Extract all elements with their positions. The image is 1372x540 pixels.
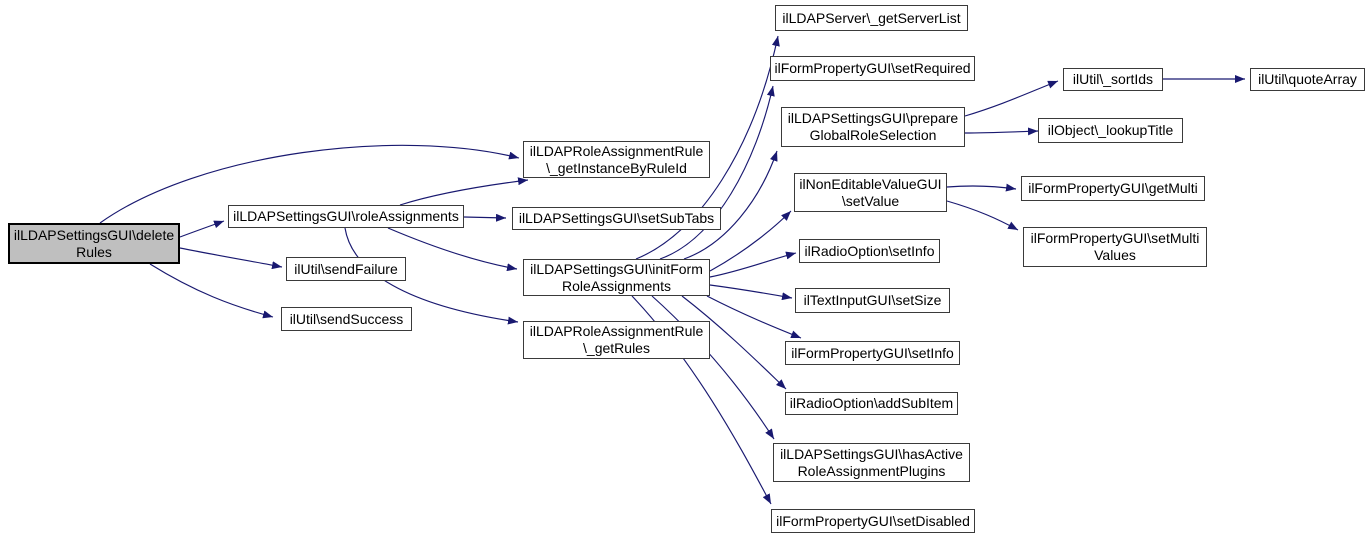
node-sendSuccess[interactable]: ilUtil\sendSuccess (281, 307, 412, 331)
node-initFormRoleAssignments[interactable]: ilLDAPSettingsGUI\initForm RoleAssignmen… (523, 259, 710, 296)
edge-deleteRules-sendSuccess (149, 263, 274, 319)
edge-initForm-hasActiveRoleAssignmentPlugins (651, 295, 775, 440)
edge-setValue-getMulti (946, 183, 1017, 192)
edge-initForm-setValue (709, 210, 792, 272)
node-getInstanceByRuleId[interactable]: ilLDAPRoleAssignmentRule \_getInstanceBy… (523, 141, 710, 178)
node-getServerList[interactable]: ilLDAPServer\_getServerList (775, 5, 968, 31)
edge-deleteRules-roleAssignments (179, 220, 225, 238)
node-setValue[interactable]: ilNonEditableValueGUI \setValue (794, 173, 947, 212)
edge-roleAssignments-getRules (344, 227, 519, 325)
node-sendFailure[interactable]: ilUtil\sendFailure (286, 257, 406, 281)
edge-prepareGlobal-sortIds (964, 80, 1059, 117)
edge-initForm-getServerList (635, 35, 780, 260)
node-hasActiveRoleAssignmentPlugins[interactable]: ilLDAPSettingsGUI\hasActive RoleAssignme… (773, 443, 970, 482)
node-getMulti[interactable]: ilFormPropertyGUI\getMulti (1021, 176, 1205, 201)
node-sortIds[interactable]: ilUtil\_sortIds (1063, 68, 1163, 91)
node-roleAssignments[interactable]: ilLDAPSettingsGUI\roleAssignments (228, 205, 464, 228)
node-setSize[interactable]: ilTextInputGUI\setSize (795, 288, 950, 313)
edge-initForm-radioSetInfo (709, 251, 797, 278)
node-quoteArray[interactable]: ilUtil\quoteArray (1250, 68, 1365, 91)
edge-setValue-setMultiValues (946, 200, 1019, 231)
node-addSubItem[interactable]: ilRadioOption\addSubItem (785, 392, 958, 415)
node-deleteRules[interactable]: ilLDAPSettingsGUI\delete Rules (8, 223, 180, 264)
edge-deleteRules-getInstanceByRuleId (99, 144, 520, 224)
edge-initForm-setSize (709, 284, 793, 301)
edge-prepareGlobal-lookupTitle (964, 127, 1039, 136)
edge-roleAssignments-getInstanceByRuleId (399, 177, 529, 206)
node-formSetInfo[interactable]: ilFormPropertyGUI\setInfo (785, 341, 960, 365)
node-radioSetInfo[interactable]: ilRadioOption\setInfo (799, 239, 940, 263)
node-setRequired[interactable]: ilFormPropertyGUI\setRequired (770, 56, 975, 81)
edge-roleAssignments-setSubTabs (463, 213, 507, 222)
node-setMultiValues[interactable]: ilFormPropertyGUI\setMulti Values (1023, 227, 1207, 267)
node-lookupTitle[interactable]: ilObject\_lookupTitle (1038, 118, 1183, 143)
edge-initForm-formSetInfo (706, 295, 802, 339)
node-setSubTabs[interactable]: ilLDAPSettingsGUI\setSubTabs (512, 207, 721, 230)
edge-initForm-prepareGlobalRoleSelection (683, 150, 778, 260)
node-prepareGlobalRoleSelection[interactable]: ilLDAPSettingsGUI\prepare GlobalRoleSele… (781, 107, 965, 147)
edge-roleAssignments-initFormRoleAssignments (387, 227, 518, 272)
edge-initForm-setRequired (659, 85, 775, 260)
edge-deleteRules-sendFailure (179, 247, 283, 270)
node-getRules[interactable]: ilLDAPRoleAssignmentRule \_getRules (523, 321, 710, 359)
node-setDisabled[interactable]: ilFormPropertyGUI\setDisabled (771, 509, 975, 533)
edge-initForm-addSubItem (681, 295, 787, 390)
